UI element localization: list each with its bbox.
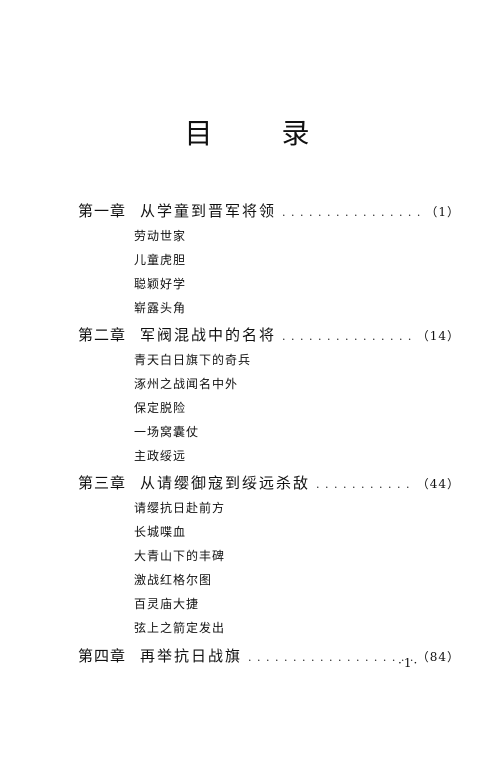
chapter-title: 军阀混战中的名将 xyxy=(140,326,277,344)
chapter-page: （84） xyxy=(416,650,460,664)
toc-section[interactable]: 百灵庙大捷 xyxy=(134,597,200,611)
toc-chapter-1[interactable]: 第一章 从学童到晋军将领 （1） xyxy=(78,198,460,224)
toc-section[interactable]: 请缨抗日赴前方 xyxy=(134,501,226,515)
dot-leader xyxy=(282,200,421,224)
toc-chapter-2[interactable]: 第二章 军阀混战中的名将 （14） xyxy=(78,322,460,348)
chapter-number: 第一章 xyxy=(78,202,127,220)
chapter-number: 第二章 xyxy=(78,326,127,344)
chapter-page: （14） xyxy=(416,329,460,343)
table-of-contents: 第一章 从学童到晋军将领 （1） 劳动世家 儿童虎胆 聪颖好学 崭露头角 第二章… xyxy=(78,198,460,669)
chapter-page: （1） xyxy=(425,205,460,219)
toc-section[interactable]: 一场窝囊仗 xyxy=(134,425,200,439)
toc-section[interactable]: 涿州之战闻名中外 xyxy=(134,377,239,391)
toc-section[interactable]: 青天白日旗下的奇兵 xyxy=(134,353,252,367)
toc-chapter-3[interactable]: 第三章 从请缨御寇到绥远杀敌 （44） xyxy=(78,470,460,496)
page-title: 目 录 xyxy=(184,117,340,150)
toc-section[interactable]: 大青山下的丰碑 xyxy=(134,549,226,563)
toc-section[interactable]: 聪颖好学 xyxy=(134,277,187,291)
toc-section[interactable]: 劳动世家 xyxy=(134,229,187,243)
toc-section[interactable]: 保定脱险 xyxy=(134,401,187,415)
chapter-title: 从学童到晋军将领 xyxy=(140,202,277,220)
chapter-number: 第三章 xyxy=(78,474,127,492)
chapter-title: 从请缨御寇到绥远杀敌 xyxy=(140,474,311,492)
toc-section[interactable]: 激战红格尔图 xyxy=(134,573,213,587)
toc-chapter-4[interactable]: 第四章 再举抗日战旗 （84） xyxy=(78,643,460,669)
dot-leader xyxy=(282,324,413,348)
chapter-page: （44） xyxy=(416,477,460,491)
chapter-number: 第四章 xyxy=(78,647,127,665)
toc-section[interactable]: 崭露头角 xyxy=(134,301,187,315)
toc-section[interactable]: 弦上之箭定发出 xyxy=(134,621,226,635)
dot-leader xyxy=(248,645,413,669)
page-number: ·1· xyxy=(398,656,420,670)
toc-section[interactable]: 儿童虎胆 xyxy=(134,253,187,267)
toc-section[interactable]: 长城喋血 xyxy=(134,525,187,539)
toc-section[interactable]: 主政绥远 xyxy=(134,449,187,463)
chapter-title: 再举抗日战旗 xyxy=(140,647,243,665)
dot-leader xyxy=(316,472,413,496)
